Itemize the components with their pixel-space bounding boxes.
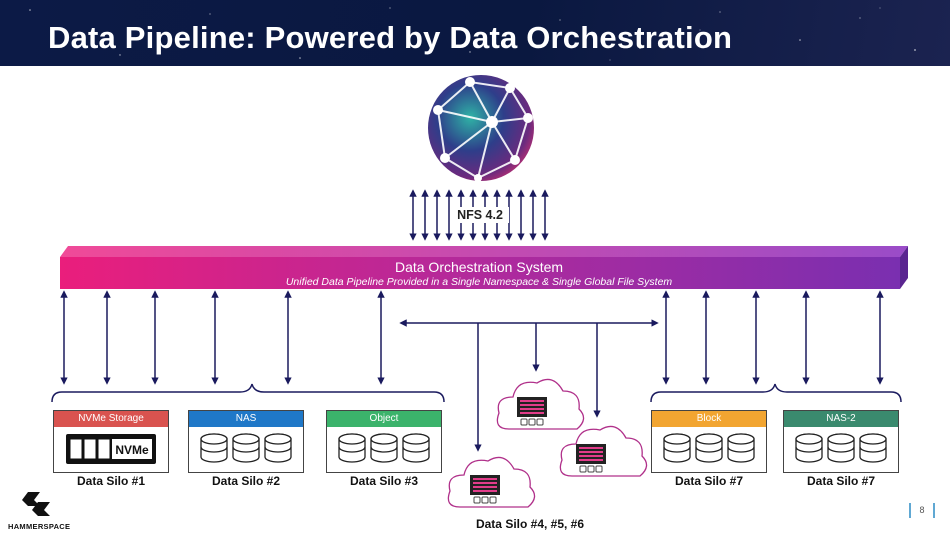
data-globe-icon	[428, 75, 534, 182]
starfield-background	[29, 7, 916, 61]
database-icon	[663, 433, 755, 463]
company-logo-text: HAMMERSPACE	[8, 522, 71, 531]
silo-label-7b: Data Silo #7	[806, 474, 876, 488]
orchestration-subtitle: Unified Data Pipeline Provided in a Sing…	[285, 276, 673, 288]
nfs-label: NFS 4.2	[451, 207, 509, 223]
cloud-silo-5	[496, 378, 585, 430]
silo-arrows	[60, 290, 884, 452]
silo-header: Block	[652, 411, 766, 427]
silo-label-2: Data Silo #2	[211, 474, 281, 488]
silo-label-7a: Data Silo #7	[674, 474, 744, 488]
orchestration-title: Data Orchestration System	[394, 259, 564, 275]
silo-group-braces	[51, 383, 902, 403]
hammerspace-logo-icon	[22, 492, 50, 516]
silo-header: NAS	[189, 411, 303, 427]
nvme-drive-icon: NVMe	[66, 434, 156, 464]
silo-card-object: Object	[326, 410, 442, 473]
page-number: 8	[919, 505, 925, 515]
database-icon	[200, 433, 292, 463]
silo-card-nas-2: NAS-2	[783, 410, 899, 473]
orchestration-bar	[60, 246, 908, 289]
silo-card-block: Block	[651, 410, 767, 473]
nvme-text: NVMe	[115, 443, 149, 457]
silo-card-nvme: NVMe Storage NVMe	[53, 410, 169, 473]
database-icon	[338, 433, 430, 463]
silo-label-1: Data Silo #1	[76, 474, 146, 488]
cloud-silo-4	[447, 456, 536, 508]
silo-header: NAS-2	[784, 411, 898, 427]
cloud-silo-6	[559, 425, 648, 477]
page-number-bars	[909, 503, 935, 518]
slide-header: Data Pipeline: Powered by Data Orchestra…	[0, 0, 950, 66]
database-icon	[795, 433, 887, 463]
silo-label-3: Data Silo #3	[349, 474, 419, 488]
cloud-silo-label: Data Silo #4, #5, #6	[475, 517, 585, 531]
silo-card-nas: NAS	[188, 410, 304, 473]
slide-title: Data Pipeline: Powered by Data Orchestra…	[48, 20, 733, 55]
silo-header: NVMe Storage	[54, 411, 168, 427]
silo-header: Object	[327, 411, 441, 427]
